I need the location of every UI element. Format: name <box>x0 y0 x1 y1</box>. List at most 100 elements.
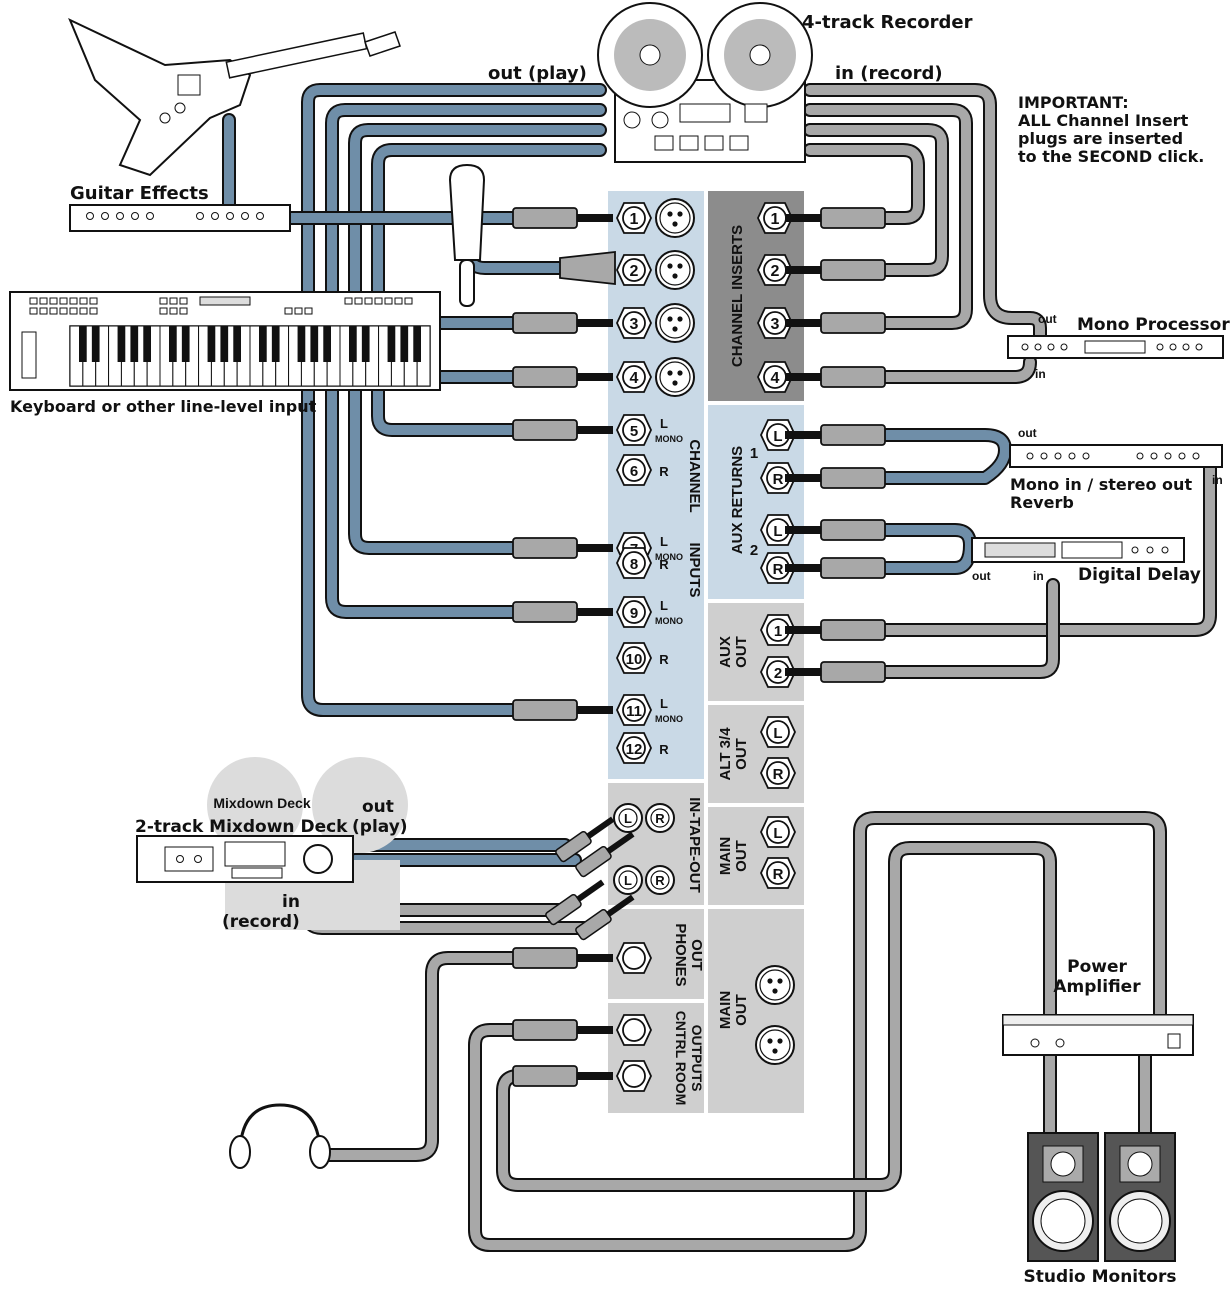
aux-return-jack-label-0: L <box>773 428 782 445</box>
channel-input-number-10: 10 <box>626 651 643 668</box>
channel-input-mono-9: MONO <box>655 616 683 626</box>
aux-return-jack-label-3: R <box>773 561 784 578</box>
black-key <box>130 326 139 362</box>
keyboard-keys <box>29 297 431 387</box>
main-xlr-out-1 <box>755 1025 795 1065</box>
insert-number-1: 1 <box>771 211 780 228</box>
channel-inserts-label: CHANNEL INSERTS <box>729 225 746 367</box>
black-key <box>220 326 229 362</box>
delay-in: in <box>1033 569 1044 583</box>
tape-label: IN-TAPE-OUT <box>686 797 703 893</box>
channel-input-l-11: L <box>660 696 668 711</box>
reverb-out: out <box>1018 426 1037 440</box>
keyboard-panel-button <box>29 297 38 305</box>
channel-input-number-6: 6 <box>630 463 638 480</box>
digital-delay-unit <box>971 537 1185 563</box>
rca-plug-1 <box>575 831 635 878</box>
keyboard-panel-button <box>159 307 168 315</box>
headphones <box>229 1103 331 1169</box>
out-jack-label-3: R <box>773 866 784 883</box>
in-record-label: in (record) <box>835 63 943 84</box>
out-jack-label-1: R <box>773 766 784 783</box>
rca-plug-tip-1 <box>606 831 635 854</box>
important-line-1: IMPORTANT: <box>1018 93 1129 112</box>
channel-input-l-7: L <box>660 534 668 549</box>
black-key <box>413 326 421 362</box>
keyboard-label: Keyboard or other line-level input <box>10 397 317 416</box>
main-out-label-2: OUT <box>733 840 750 872</box>
alt-out-label-2: OUT <box>733 738 750 770</box>
phones-jack <box>616 942 652 974</box>
black-key <box>259 326 267 362</box>
channel-input-number-1: 1 <box>630 211 639 228</box>
mono-processor-out: out <box>1038 312 1057 326</box>
keyboard-panel-button <box>179 307 188 315</box>
aux-out-number-1: 1 <box>774 623 782 640</box>
channel-input-plug-4 <box>512 366 614 388</box>
mixdown-out: out <box>362 797 394 817</box>
mono-processor-in: in <box>1035 367 1046 381</box>
channel-input-mono-7: MONO <box>655 552 683 562</box>
rca-jack-label-3: R <box>655 873 665 888</box>
rca-plug-0 <box>555 816 615 863</box>
rca-plug-body-2 <box>545 893 582 926</box>
aux-out-label-1: AUX <box>717 636 734 668</box>
channel-input-number-2: 2 <box>630 263 639 280</box>
reverb-in: in <box>1212 473 1223 487</box>
aux-return-2-num: 2 <box>750 542 758 559</box>
keyboard-panel-button <box>79 307 88 315</box>
black-key <box>297 326 306 362</box>
keyboard-panel-button <box>39 307 48 315</box>
main-xlr-label-2: OUT <box>733 994 750 1026</box>
keyboard-panel-button <box>39 297 48 305</box>
insert-number-3: 3 <box>771 316 780 333</box>
ctrl-room-2-jack <box>616 1060 652 1092</box>
four-track-recorder <box>597 2 813 163</box>
channel-input-r-10: R <box>659 652 669 667</box>
keyboard-panel-button <box>304 307 313 315</box>
mixdown-label: 2-track Mixdown Deck <box>135 817 348 837</box>
channel-input-plug-5 <box>512 419 614 441</box>
black-key <box>387 326 396 362</box>
keyboard <box>9 291 441 391</box>
monitors-label: Studio Monitors <box>1024 1267 1177 1287</box>
aux-out-label-2: OUT <box>733 636 750 668</box>
mixdown-in: in <box>282 892 300 912</box>
out-jack-label-2: L <box>773 825 782 842</box>
keyboard-panel-button <box>179 297 188 305</box>
channel-input-plug-1 <box>512 207 614 229</box>
keyboard-panel-button <box>364 297 373 305</box>
out-play-label: out (play) <box>488 63 587 84</box>
ctrl-room-label-1: CNTRL ROOM <box>673 1011 689 1106</box>
rca-jack-inner-3 <box>650 870 670 890</box>
aux-return-jack-label-1: R <box>773 471 784 488</box>
keyboard-panel-button <box>69 307 78 315</box>
channel-input-plug-3 <box>512 312 614 334</box>
rca-jack-inner-2 <box>618 870 638 890</box>
channel-input-number-5: 5 <box>630 423 638 440</box>
ctrl-room-label-2: OUTPUTS <box>689 1025 705 1092</box>
channel-inputs-label-1: CHANNEL <box>686 439 703 512</box>
channel-input-mono-5: MONO <box>655 434 683 444</box>
phones-label-2: OUT <box>688 939 705 971</box>
rca-plug-tip-0 <box>586 816 615 839</box>
phones-plug <box>512 947 614 969</box>
aux-out-number-2: 2 <box>774 665 782 682</box>
out-jack-label-0: L <box>773 725 782 742</box>
mixdown-play: (play) <box>352 817 408 837</box>
channel-input-number-4: 4 <box>630 370 639 387</box>
reverb-label-2: Reverb <box>1010 493 1074 512</box>
reverb-label-1: Mono in / stereo out <box>1010 475 1192 494</box>
channel-input-xlr-3 <box>655 303 695 343</box>
black-key <box>117 326 126 362</box>
studio-monitors <box>1027 1132 1176 1262</box>
rca-plug-tip-3 <box>606 894 635 917</box>
keyboard-panel-button <box>344 297 353 305</box>
black-key <box>207 326 216 362</box>
rca-plug-3 <box>575 894 635 941</box>
aux-return-1-num: 1 <box>750 445 758 462</box>
digital-delay-label: Digital Delay <box>1078 565 1201 585</box>
rca-jack-label-0: L <box>624 811 632 826</box>
black-key <box>323 326 331 362</box>
